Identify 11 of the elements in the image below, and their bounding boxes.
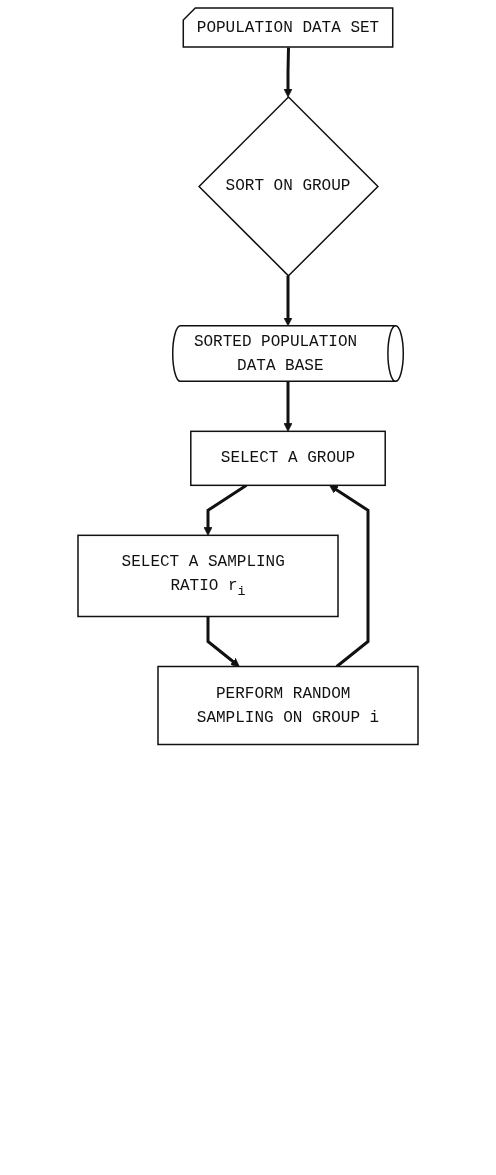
node-box: SELECT A GROUP: [190, 430, 386, 487]
arrow: [203, 484, 248, 536]
node-box: PERFORM RANDOM SAMPLING ON GROUP i: [157, 665, 419, 746]
arrow: [206, 616, 240, 667]
node-text: SORTED POPULATION DATA BASE: [193, 332, 358, 375]
node-diamond: SORT ON GROUP: [198, 95, 379, 277]
arrow: [283, 275, 293, 327]
arrow: [283, 381, 293, 432]
arrow: [283, 47, 293, 98]
node-box: SELECT A SAMPLING RATIO r$_{i}$: [77, 534, 339, 618]
arrow: [329, 484, 370, 668]
